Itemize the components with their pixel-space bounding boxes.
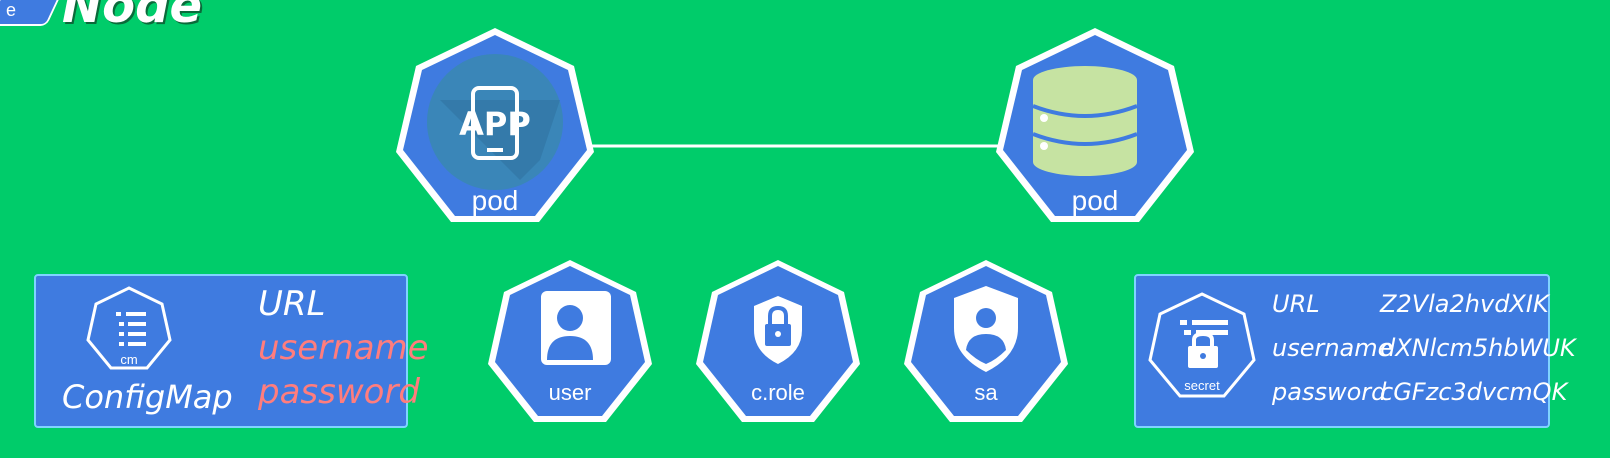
configmap-panel: cm ConfigMap URL username password [34, 274, 429, 428]
secret-panel: secret URL Z2Vla2hvdXIK username dXNlcm5… [1134, 274, 1576, 428]
user-icon [541, 291, 611, 365]
secret-key-username: username [1272, 334, 1393, 362]
configmap-title: ConfigMap [62, 378, 233, 416]
configmap-key-password: password [258, 372, 421, 412]
configmap-key-username: username [258, 328, 429, 368]
secret-value-url: Z2Vla2hvdXIK [1380, 290, 1549, 318]
shield-user-icon [954, 286, 1018, 372]
configmap-caption: cm [120, 352, 138, 367]
configmap-key-url: URL [258, 284, 326, 324]
secret-caption: secret [1184, 378, 1220, 393]
secret-key-password: password [1272, 378, 1387, 406]
database-icon [1032, 66, 1138, 176]
secret-icon [1148, 292, 1256, 398]
secret-value-password: cGFzc3dvcmQK [1380, 378, 1568, 406]
pod-app-label: pod [471, 185, 519, 216]
svg-text:APP: APP [459, 105, 531, 143]
secret-key-url: URL [1272, 290, 1320, 318]
secret-value-username: dXNlcm5hbWUK [1380, 334, 1576, 362]
configmap-icon [86, 286, 172, 370]
cluster-role-label: c.role [751, 380, 805, 405]
user-label: user [548, 380, 592, 405]
service-account-label: sa [974, 380, 998, 405]
pod-db-label: pod [1071, 185, 1119, 216]
lock-icon [754, 296, 802, 364]
app-phone-icon: APP [427, 54, 563, 190]
page-title: Node [62, 0, 203, 34]
